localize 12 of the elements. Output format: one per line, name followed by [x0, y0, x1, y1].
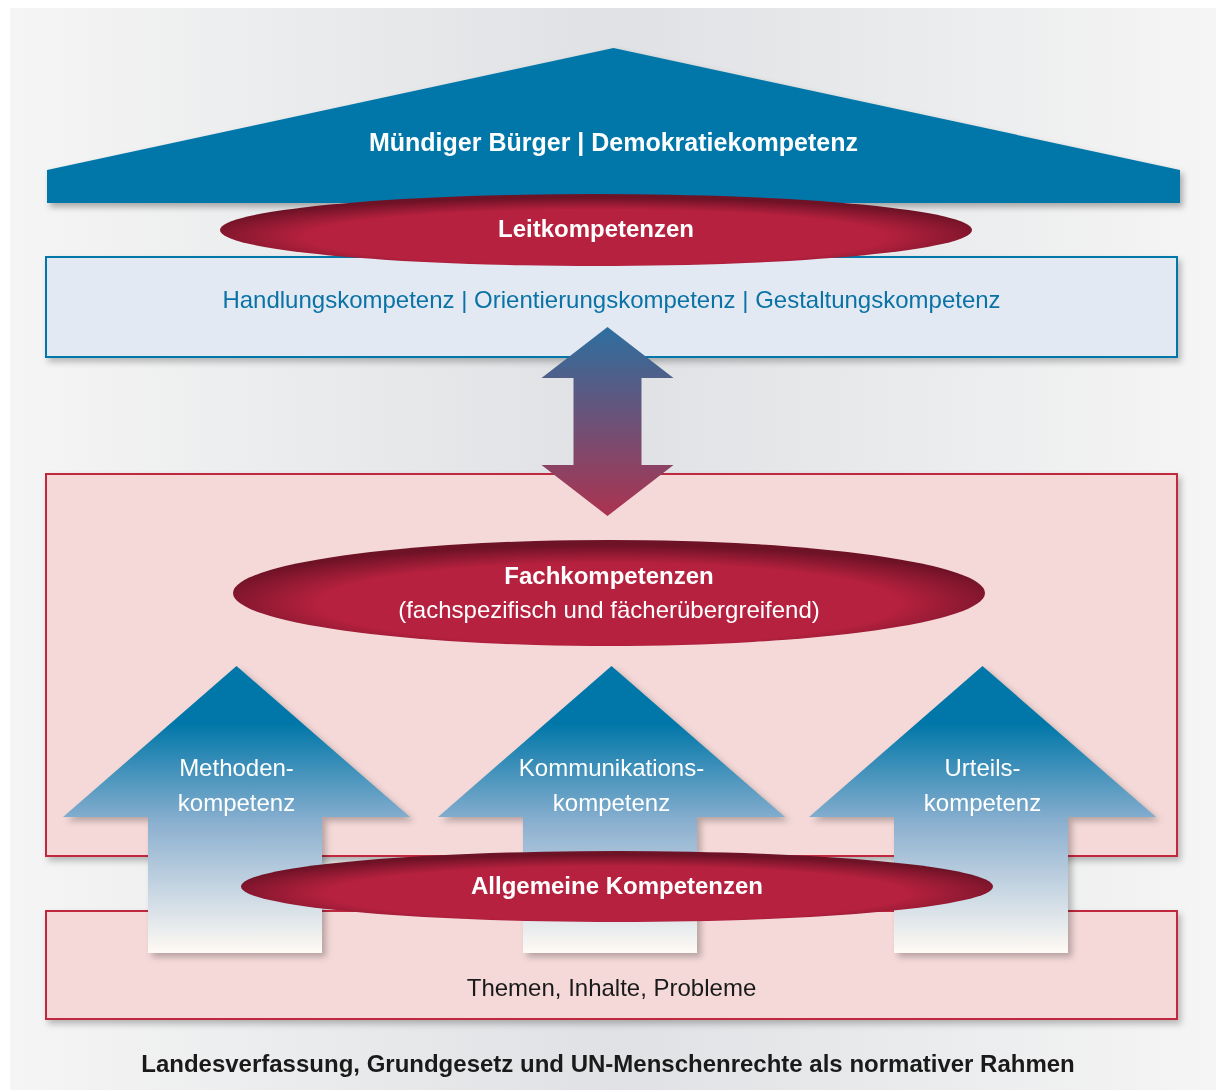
roof-label: Mündiger Bürger | Demokratiekompetenz	[368, 128, 859, 157]
ellipse-heading: Allgemeine Kompetenzen	[469, 871, 765, 900]
ellipse-subtext: (fachspezifisch und fächerübergreifend)	[397, 596, 821, 624]
box-label: Themen, Inhalte, Probleme	[465, 974, 758, 1002]
ellipse-heading: Leitkompetenzen	[497, 215, 695, 243]
ellipse-heading: Fachkompetenzen	[503, 562, 715, 590]
arrow-label: Urteils- kompetenz	[923, 753, 1042, 818]
double-arrow	[541, 327, 674, 516]
arrow-label: Kommunikations- kompetenz	[518, 753, 705, 818]
box-label: Handlungskompetenz | Orientierungskompetenz | Gestaltungskompetenz	[221, 286, 1002, 314]
arrow-label: Methoden- kompetenz	[177, 753, 296, 818]
caption: Landesverfassung, Grundgesetz und UN-Menschenrechte als normativer Rahmen	[140, 1050, 1076, 1078]
